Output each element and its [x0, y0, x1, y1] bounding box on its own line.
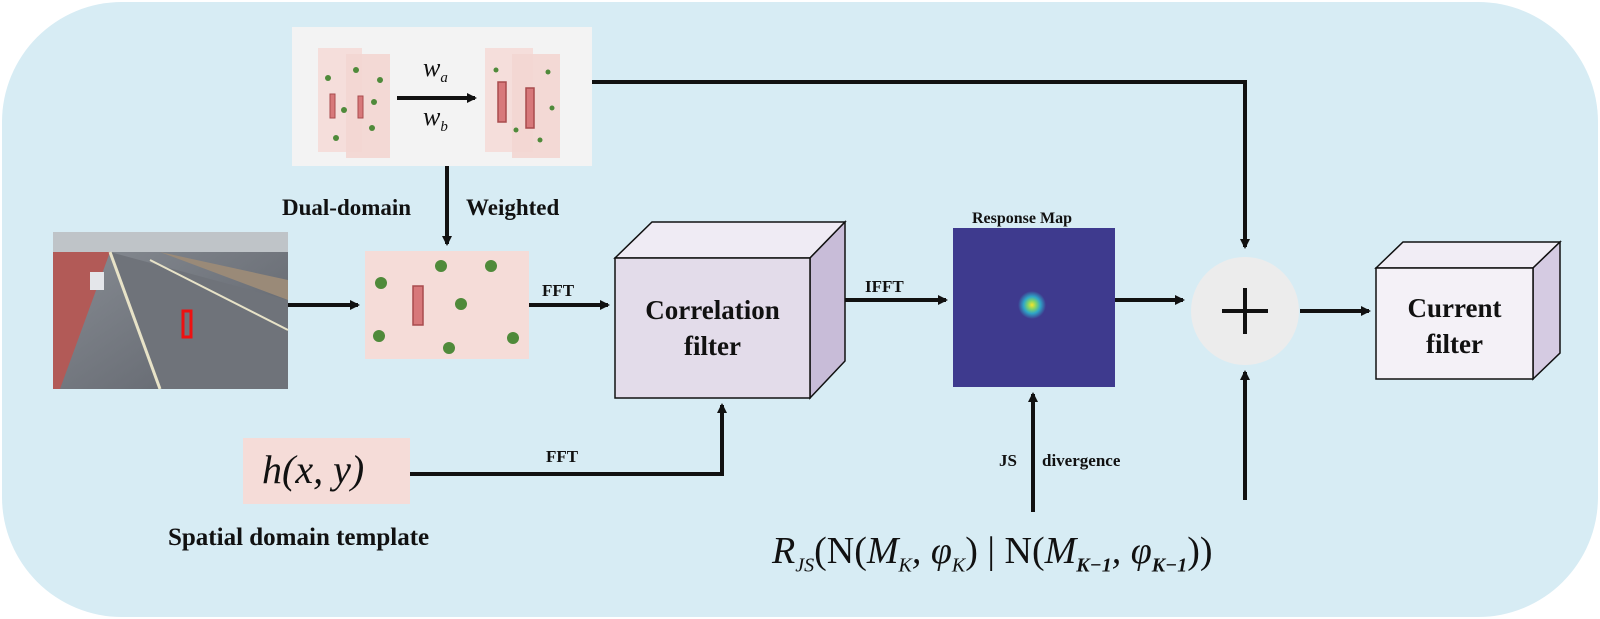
weight-a-label: wa	[423, 53, 448, 87]
fft-bottom-label: FFT	[546, 447, 579, 466]
traffic-scene-image	[53, 232, 289, 390]
spatial-domain-template-label: Spatial domain template	[168, 524, 430, 551]
flow-arrows	[288, 80, 1371, 512]
template-box	[243, 438, 410, 504]
current-filter-title: Current filter	[1407, 293, 1502, 359]
weighted-label: Weighted	[466, 195, 560, 220]
response-map-label: Response Map	[972, 210, 1073, 227]
template-formula: h(x, y)	[262, 447, 365, 492]
ifft-label: IFFT	[865, 277, 904, 296]
rjs-formula: RJS(N(MK, φK) | N(MK−1, φK−1))	[772, 530, 1213, 577]
fft-top-label: FFT	[542, 281, 575, 300]
js-label: JS	[999, 451, 1017, 470]
correlation-filter-title: Correlation filter	[645, 295, 780, 361]
response-map-image	[953, 228, 1115, 387]
correlation-filter-cube	[613, 220, 847, 400]
weighted-feature-map	[365, 251, 529, 359]
current-filter-cube	[1374, 240, 1562, 381]
weight-b-label: wb	[423, 102, 448, 136]
divergence-label: divergence	[1042, 451, 1121, 470]
plus-sign	[1222, 288, 1268, 334]
dual-domain-label: Dual-domain	[282, 195, 412, 220]
dual-domain-weighting-image	[292, 27, 592, 166]
